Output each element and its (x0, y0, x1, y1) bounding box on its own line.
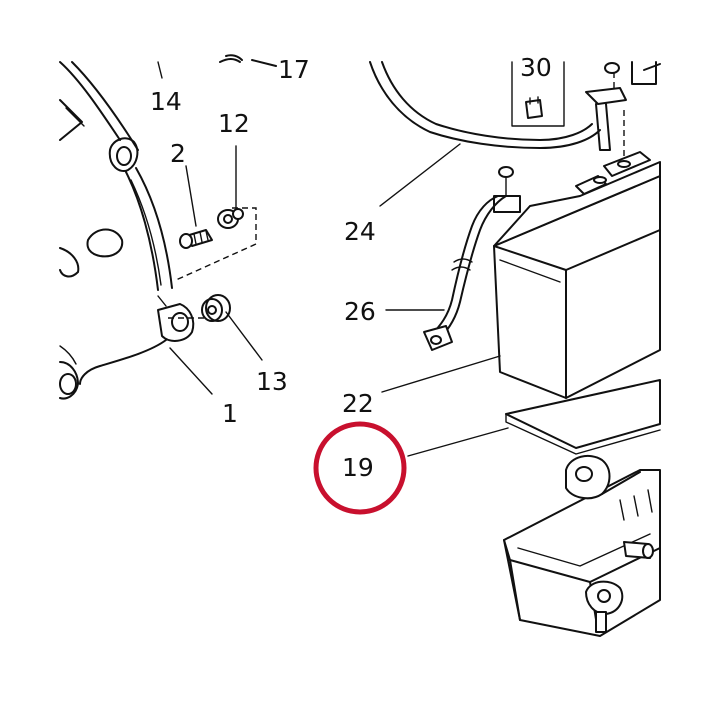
lead-24 (369, 61, 601, 149)
leader-22 (381, 355, 501, 393)
fuse-box-30 (511, 61, 565, 127)
battery-tray (503, 454, 661, 637)
callout-30: 30 (520, 53, 552, 82)
leader-19 (407, 427, 509, 457)
leader-14 (157, 61, 163, 79)
leader-1 (169, 347, 213, 395)
leader-24 (379, 143, 461, 207)
top-fragment (219, 54, 277, 67)
callout-2: 2 (170, 139, 186, 168)
callout-12: 12 (218, 109, 250, 138)
side-cover-drawing (59, 61, 257, 400)
positive-terminal-lead (585, 61, 661, 160)
leader-2 (185, 165, 197, 227)
callout-22: 22 (342, 389, 374, 418)
callout-14: 14 (150, 87, 182, 116)
battery-22 (493, 151, 661, 399)
highlight-circle (313, 421, 407, 515)
leader-lines (157, 61, 509, 457)
callout-24: 24 (344, 217, 376, 246)
leader-13 (225, 311, 263, 361)
callout-17: 17 (278, 55, 310, 84)
callout-26: 26 (344, 297, 376, 326)
callout-13: 13 (256, 367, 288, 396)
callout-19: 19 (342, 453, 374, 482)
callout-labels: 14 17 2 12 13 1 30 24 26 22 19 (150, 53, 552, 482)
callout-1: 1 (222, 399, 238, 428)
pad-19 (505, 379, 661, 455)
lead-26 (423, 166, 521, 351)
